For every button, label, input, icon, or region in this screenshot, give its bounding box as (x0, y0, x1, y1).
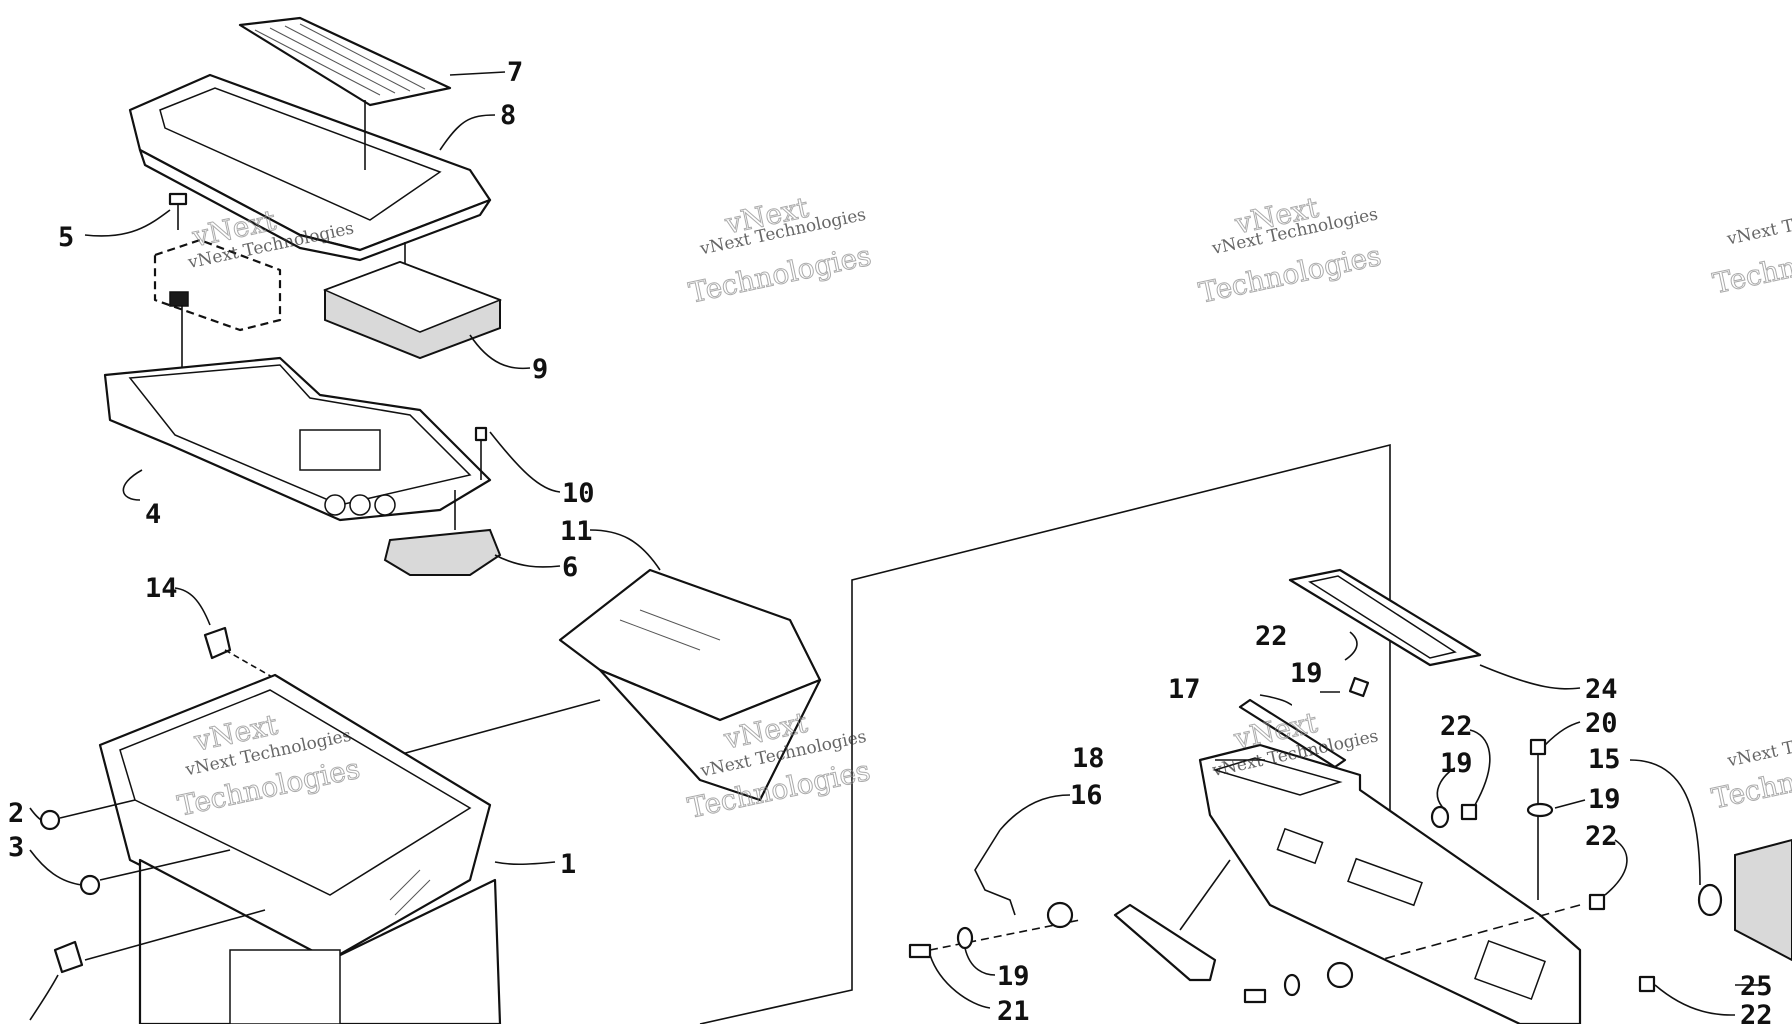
callout-21: 21 (997, 996, 1030, 1024)
part-grommet-d (1046, 901, 1354, 989)
part-18-duct (1198, 743, 1582, 1024)
part-14-bolt (203, 626, 296, 691)
callout-19-b: 19 (1440, 748, 1473, 779)
part-20-bolt (1529, 738, 1547, 900)
part-15-cap (1697, 883, 1723, 917)
callout-7: 7 (507, 57, 523, 88)
part-10-screw (474, 426, 488, 480)
part-11-boot (379, 568, 822, 802)
part-17-strap (1238, 698, 1347, 769)
callout-25: 25 (1740, 971, 1773, 1002)
watermark-3: vNext Technologies Technologies vNext (1195, 190, 1384, 310)
callout-22-b: 22 (1440, 711, 1473, 742)
callout-15: 15 (1588, 744, 1621, 775)
part-9-foam (323, 242, 503, 360)
callout-16: 16 (1070, 780, 1103, 811)
callout-6: 6 (562, 552, 578, 583)
callout-19-d: 19 (997, 961, 1030, 992)
part-24-gasket (1288, 568, 1482, 667)
callout-leaders (29, 71, 1760, 1021)
part-19-washer-b (1526, 802, 1554, 818)
part-21-bolt (908, 919, 1081, 959)
callout-22-d: 22 (1740, 1000, 1773, 1024)
part-22-nut-b (1460, 803, 1478, 821)
callout-22-c: 22 (1585, 821, 1618, 852)
callout-24: 24 (1585, 674, 1618, 705)
callout-5: 5 (58, 222, 74, 253)
part-1-airbox (98, 673, 502, 1024)
callout-11: 11 (560, 516, 593, 547)
watermark-2: vNext Technologies Technologies vNext (685, 190, 874, 310)
watermark-4: vNext Technologies Technologies (1709, 195, 1792, 301)
callout-20: 20 (1585, 708, 1618, 739)
part-16-spring (974, 829, 1016, 916)
callout-22-a: 22 (1255, 621, 1288, 652)
callout-4: 4 (145, 499, 161, 530)
callout-17: 17 (1168, 674, 1201, 705)
part-2-grommet (39, 799, 136, 831)
part-22-nut-d (1638, 975, 1656, 993)
part-8-lid (128, 73, 492, 262)
part-19-washer-a (1430, 805, 1450, 829)
callout-14: 14 (145, 573, 178, 604)
callout-19-c: 19 (1588, 784, 1621, 815)
part-6-foam (383, 490, 502, 576)
part-22-nut-c (1379, 893, 1606, 961)
part-flap (1113, 859, 1231, 982)
part-module (153, 238, 282, 400)
callout-9: 9 (532, 354, 548, 385)
part-19-washer-c (956, 926, 974, 950)
part-7-decal (238, 16, 452, 107)
watermark-8: vNext Technologies Technologies (1708, 717, 1792, 816)
callout-3: 3 (8, 832, 24, 863)
callout-labels: 7 8 5 9 4 10 6 11 14 1 2 3 22 19 17 18 1… (8, 57, 1773, 1024)
part-4-tray (103, 356, 492, 522)
callout-10: 10 (562, 478, 595, 509)
svg-text:vNext Technologies: vNext Technologies (1724, 195, 1792, 250)
callout-8: 8 (500, 100, 516, 131)
svg-text:vNext Technologies: vNext Technologies (1725, 717, 1792, 772)
part-25-foam (1734, 838, 1792, 962)
callout-2: 2 (8, 798, 24, 829)
part-22-nut-a (1348, 676, 1370, 698)
part-19-washer-d (1283, 973, 1301, 997)
callout-1: 1 (560, 849, 576, 880)
part-5-screw (168, 192, 188, 230)
callout-19-a: 19 (1290, 658, 1323, 689)
callout-18: 18 (1072, 743, 1105, 774)
part-clip (53, 909, 266, 974)
part-bolt-bottom (1243, 988, 1267, 1004)
